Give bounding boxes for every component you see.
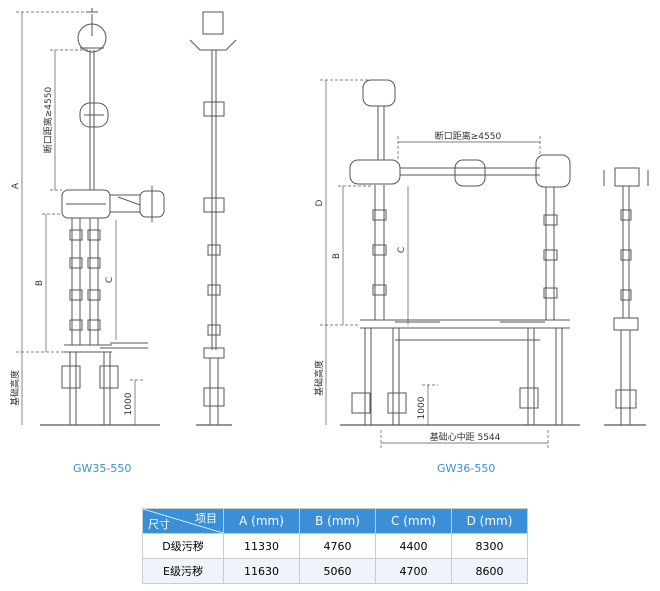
gap-label-left: 断口距离≥4550 — [42, 87, 54, 154]
table-row: D级污秽 11330 4760 4400 8300 — [142, 533, 528, 559]
gw35-dimensions — [16, 11, 145, 425]
row-label: D级污秽 — [142, 533, 224, 559]
column-header-c: C (mm) — [375, 508, 452, 534]
corner-size-label: 尺寸 — [148, 518, 170, 531]
column-header-d: D (mm) — [451, 508, 528, 534]
gw36-dimensions — [320, 79, 549, 448]
center-distance-label: 基础心中距 5544 — [430, 431, 501, 443]
dimension-table: 项目 尺寸 A (mm) B (mm) C (mm) D (mm) D级污秽 1… — [142, 508, 528, 584]
column-header-b: B (mm) — [299, 508, 376, 534]
gw36-front-view — [340, 79, 580, 426]
column-header-a: A (mm) — [223, 508, 300, 534]
caption-gw35: GW35-550 — [73, 462, 132, 475]
row-label: E级污秽 — [142, 558, 224, 584]
dim-c-label-left: C — [105, 277, 115, 283]
base-1000-label-right: 1000 — [417, 396, 427, 419]
dim-b-label-left: B — [35, 280, 45, 286]
dim-d-label: D — [315, 199, 325, 206]
cell-c: 4400 — [375, 533, 452, 559]
dim-a-label: A — [11, 182, 21, 189]
table-header-row: 项目 尺寸 A (mm) B (mm) C (mm) D (mm) — [142, 508, 528, 534]
gap-label-right: 断口距离≥4550 — [435, 130, 502, 142]
cell-b: 5060 — [299, 558, 376, 584]
gw36-side-view — [603, 167, 649, 426]
cell-d: 8300 — [451, 533, 528, 559]
dim-c-label-right: C — [397, 247, 407, 253]
corner-diagonal — [143, 509, 223, 533]
caption-gw36: GW36-550 — [437, 462, 496, 475]
dim-b-label-right: B — [332, 253, 342, 259]
cell-d: 8600 — [451, 558, 528, 584]
cell-a: 11330 — [223, 533, 300, 559]
table-corner-cell: 项目 尺寸 — [142, 508, 224, 534]
base-height-label-left: 基础高度 — [9, 370, 21, 406]
base-1000-label-left: 1000 — [124, 392, 134, 415]
cell-c: 4700 — [375, 558, 452, 584]
base-height-label-right: 基础高度 — [313, 360, 325, 396]
corner-item-label: 项目 — [195, 512, 217, 525]
table-row: E级污秽 11630 5060 4700 8600 — [142, 558, 528, 584]
cell-a: 11630 — [223, 558, 300, 584]
cell-b: 4760 — [299, 533, 376, 559]
gw35-front-view — [40, 8, 165, 426]
technical-drawing: A 断口距离≥4550 B C 基础高度 1000 D 断口距离≥4550 B … — [9, 8, 649, 448]
gw35-side-view — [189, 11, 237, 426]
